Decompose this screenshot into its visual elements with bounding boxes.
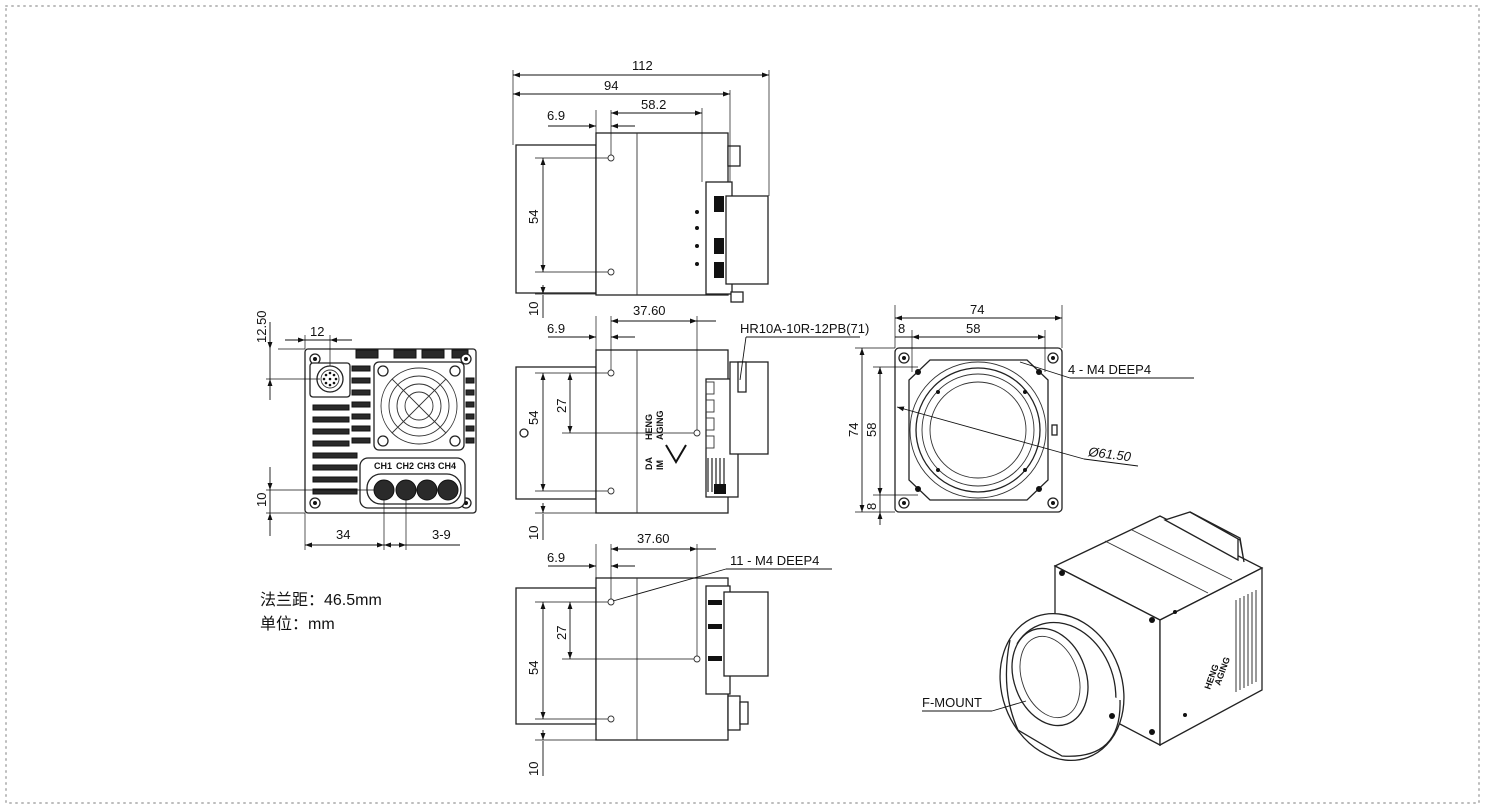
dim-37-60-bottom: 37.60 xyxy=(637,531,670,546)
dim-37-60-side: 37.60 xyxy=(633,303,666,318)
dim-3-9: 3-9 xyxy=(432,527,451,542)
svg-text:AGING: AGING xyxy=(655,410,665,440)
dim-10-top: 10 xyxy=(526,302,541,316)
dim-58-height: 58 xyxy=(864,423,879,437)
dim-8-bottom: 8 xyxy=(864,503,879,510)
brand-logo: DA HENG IM AGING xyxy=(644,410,687,470)
dim-12-connector: 12 xyxy=(310,324,324,339)
dim-6-9-top: 6.9 xyxy=(547,108,565,123)
holes-label-front: 4 - M4 DEEP4 xyxy=(1068,362,1151,377)
dim-10-side: 10 xyxy=(526,526,541,540)
dim-10-rear: 10 xyxy=(254,493,269,507)
svg-text:IM: IM xyxy=(655,460,665,470)
rear-view: CH1 CH2 CH3 CH4 12.50 12 10 34 3-9 xyxy=(254,310,477,550)
dim-27-bottom: 27 xyxy=(554,626,569,640)
dim-94: 94 xyxy=(604,78,618,93)
dim-112: 112 xyxy=(632,58,653,73)
flange-distance-note: 法兰距：46.5mm xyxy=(260,591,382,609)
iso-view: HENG AGING F-MOUNT xyxy=(922,511,1264,762)
bottom-view: 37.60 6.9 27 54 10 11 - M4 DEEP4 xyxy=(515,531,832,776)
dim-54-top: 54 xyxy=(526,210,541,224)
side-view: DA HENG IM AGING 37.60 6.9 27 54 10 HR10… xyxy=(515,303,869,540)
diameter-label: Ø61.50 xyxy=(1087,444,1133,464)
dotted-frame xyxy=(5,5,1480,804)
dim-10-bottom: 10 xyxy=(526,762,541,776)
dim-58-2: 58.2 xyxy=(641,97,666,112)
unit-note: 单位：mm xyxy=(260,615,335,633)
dim-58-width: 58 xyxy=(966,321,980,336)
svg-text:HENG: HENG xyxy=(644,414,654,440)
dim-54-bottom: 54 xyxy=(526,661,541,675)
top-view: 112 94 58.2 6.9 54 10 xyxy=(512,58,770,318)
dim-8-edge: 8 xyxy=(898,321,905,336)
front-view: 74 58 8 74 58 8 4 - M4 DEEP4 Ø61.50 xyxy=(846,302,1194,525)
channel-label-3: CH3 xyxy=(417,461,435,471)
dim-12-50: 12.50 xyxy=(254,310,269,343)
channel-label-1: CH1 xyxy=(374,461,392,471)
svg-text:DA: DA xyxy=(644,457,654,470)
dim-34: 34 xyxy=(336,527,350,542)
dim-74-height: 74 xyxy=(846,423,861,437)
channel-label-4: CH4 xyxy=(438,461,456,471)
dim-6-9-side: 6.9 xyxy=(547,321,565,336)
dim-27-side: 27 xyxy=(554,399,569,413)
dim-6-9-bottom: 6.9 xyxy=(547,550,565,565)
dim-54-side: 54 xyxy=(526,411,541,425)
connector-label: HR10A-10R-12PB(71) xyxy=(740,321,869,336)
channel-label-2: CH2 xyxy=(396,461,414,471)
mount-label: F-MOUNT xyxy=(922,695,982,710)
dim-74-width: 74 xyxy=(970,302,984,317)
holes-label-bottom: 11 - M4 DEEP4 xyxy=(730,553,819,568)
